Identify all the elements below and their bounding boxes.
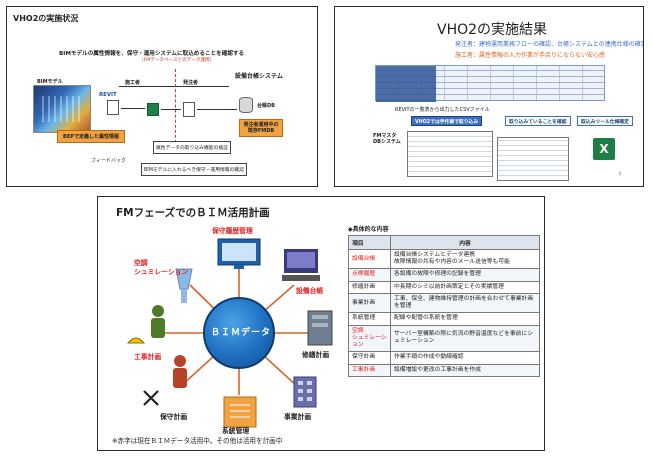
table-header-row: 項目 内容 xyxy=(348,235,540,250)
orderer-label: 発注者 xyxy=(183,80,199,86)
csv-file-icon xyxy=(183,102,195,117)
table-row: 空調 シュミレーションサーバー室構築の際に気流の野音温度などを事前にシュミレーシ… xyxy=(348,324,540,353)
orderer-fmdb-box: 発注者運用中の既存FMDB xyxy=(239,119,283,137)
label-maintenance-history: 保守履歴管理 xyxy=(212,227,253,235)
fm-db-label: FMマスタ DBシステム xyxy=(373,133,401,145)
table-row: 保守計画作業手順の作成や動線確認 xyxy=(348,351,540,365)
label-hvac-simulation: 空調 シュミレーション xyxy=(134,259,189,276)
flow-arrow-1 xyxy=(121,108,145,109)
slide-fm-bim-plan: FMフェーズでのＢＩＭ活用計画 xyxy=(97,196,545,451)
label-maintenance-plan: 保守計画 xyxy=(160,413,188,421)
table-row: 点検履歴各設備の故障や修理の記録を管理 xyxy=(348,268,540,282)
label-construction-plan: 工事計画 xyxy=(134,353,162,361)
bim-model-image xyxy=(33,85,91,133)
document-icon xyxy=(107,100,119,115)
row-item: 設備台帳 xyxy=(348,248,391,270)
slide1-description: BIMモデルの属性情報を、保守・運用システムに取込めることを確認する xyxy=(59,51,245,57)
csv-table-screenshot xyxy=(375,65,605,102)
slide1-title: VHO2の実施状況 xyxy=(13,14,79,23)
table-row: 系統管理配線や配管の系統を管理 xyxy=(348,312,540,326)
slide2-title: VHO2の実施結果 xyxy=(437,22,548,38)
page-number: 4 xyxy=(618,171,621,176)
row-item: 空調 シュミレーション xyxy=(348,324,391,353)
table-row: 工事計画設備増設や更改の工事計画を作成 xyxy=(348,363,540,377)
hub-label: ＢＩＭデータ xyxy=(211,328,272,338)
csv-caption: REVITの一覧表から出力したCSVファイル xyxy=(395,107,490,113)
row-content: 各設備の故障や修理の記録を管理 xyxy=(390,268,540,282)
flow-arrow-2 xyxy=(161,109,181,110)
excel-file-icon xyxy=(147,103,159,116)
table-row: 修繕計画中長期のシミ以前計画策定とその実績管理 xyxy=(348,280,540,294)
row-content: 工事、保全、建物維持管理の計画を合わせて事業計画を管理 xyxy=(390,292,540,314)
label-equipment-ledger: 設備台帳 xyxy=(296,287,324,295)
table-row: 事業計画工事、保全、建物維持管理の計画を合わせて事業計画を管理 xyxy=(348,292,540,314)
row-item: 事業計画 xyxy=(348,292,391,314)
row-content: 配線や配管の系統を管理 xyxy=(390,312,540,326)
db-label: 台帳DB xyxy=(257,103,275,109)
row-item: 点検履歴 xyxy=(348,268,391,282)
bim-data-hub xyxy=(203,297,275,369)
flow-step-manual: VHO2では手作業で取り込み xyxy=(411,116,483,126)
label-system-management: 系統管理 xyxy=(222,427,250,435)
slide2-line-builder: 施工者：属性情報の入力作業が手戻りにならない安心感 xyxy=(455,52,606,59)
header-content: 内容 xyxy=(390,235,540,250)
header-item: 項目 xyxy=(348,235,391,250)
label-business-plan: 事業計画 xyxy=(284,413,312,421)
row-content: 設備増設や更改の工事計画を作成 xyxy=(390,363,540,377)
table-caption: ◆具体的な内容 xyxy=(348,226,389,233)
flow-arrow-3 xyxy=(197,109,237,110)
system-label: 設備台帳システム xyxy=(235,73,283,80)
row-content: サーバー室構築の際に気流の野音温度などを事前にシュミレーション xyxy=(390,324,540,353)
label-repair-plan: 修繕計画 xyxy=(302,351,330,359)
verify-box: 属性データの取り込み機能の検証 xyxy=(153,141,231,154)
bim-usage-diagram: ＢＩＭデータ 保守履歴管理 空調 シュミレーション 設備台帳 修繕計画 工事計画… xyxy=(108,219,338,435)
row-content: 中長期のシミ以前計画策定とその実績管理 xyxy=(390,280,540,294)
bep-box: BEPで定義した属性情報 xyxy=(57,130,125,143)
row-content: 設備台帳システムとデータ連携 故障情報の共有や内容のメール送信等も可能 xyxy=(390,248,540,270)
detail-screen-image xyxy=(497,137,569,181)
slide3-title: FMフェーズでのＢＩＭ活用計画 xyxy=(116,207,270,219)
feedback-label: フィードバック xyxy=(91,158,126,164)
row-item: 保守計画 xyxy=(348,351,391,365)
plan-table: 項目 内容 設備台帳設備台帳システムとデータ連携 故障情報の共有や内容のメール送… xyxy=(348,235,540,377)
flow-step-confirm: 取り込みていることを確認 xyxy=(505,116,571,126)
slide1-subtitle: （FMデータベースとのデータ連携） xyxy=(139,58,215,63)
legend-note: ※赤字は現在ＢＩＭデータ活用中。その他は活用を計画中 xyxy=(112,437,283,445)
confirm-box: BIMモデルに入れるべき保守・運用情報の確認 xyxy=(141,163,247,176)
row-item: 工事計画 xyxy=(348,363,391,377)
excel-icon: X xyxy=(593,138,615,160)
revit-label: REVIT xyxy=(99,92,117,98)
red-dashed-divider xyxy=(175,69,176,143)
flow-step-tool: 取込みツール仕様確定 xyxy=(577,116,633,126)
row-item: 系統管理 xyxy=(348,312,391,326)
row-content: 作業手順の作成や動線確認 xyxy=(390,351,540,365)
row-item: 修繕計画 xyxy=(348,280,391,294)
slide2-line-orderer: 発注者：建物運用業務フローの確認、台帳システムとの連携仕様の確定 xyxy=(455,41,644,48)
slide-vho2-status: VHO2の実施状況 BIMモデルの属性情報を、保守・運用システムに取込めることを… xyxy=(6,6,318,187)
slide-vho2-results: VHO2の実施結果 発注者：建物運用業務フローの確認、台帳システムとの連携仕様の… xyxy=(334,6,644,187)
database-icon xyxy=(239,97,253,113)
bim-model-label: BIMモデル xyxy=(37,79,63,85)
fm-screen-image xyxy=(407,131,493,177)
header-divider xyxy=(119,86,229,87)
builder-label: 施工者 xyxy=(125,80,141,86)
table-row: 設備台帳設備台帳システムとデータ連携 故障情報の共有や内容のメール送信等も可能 xyxy=(348,248,540,270)
